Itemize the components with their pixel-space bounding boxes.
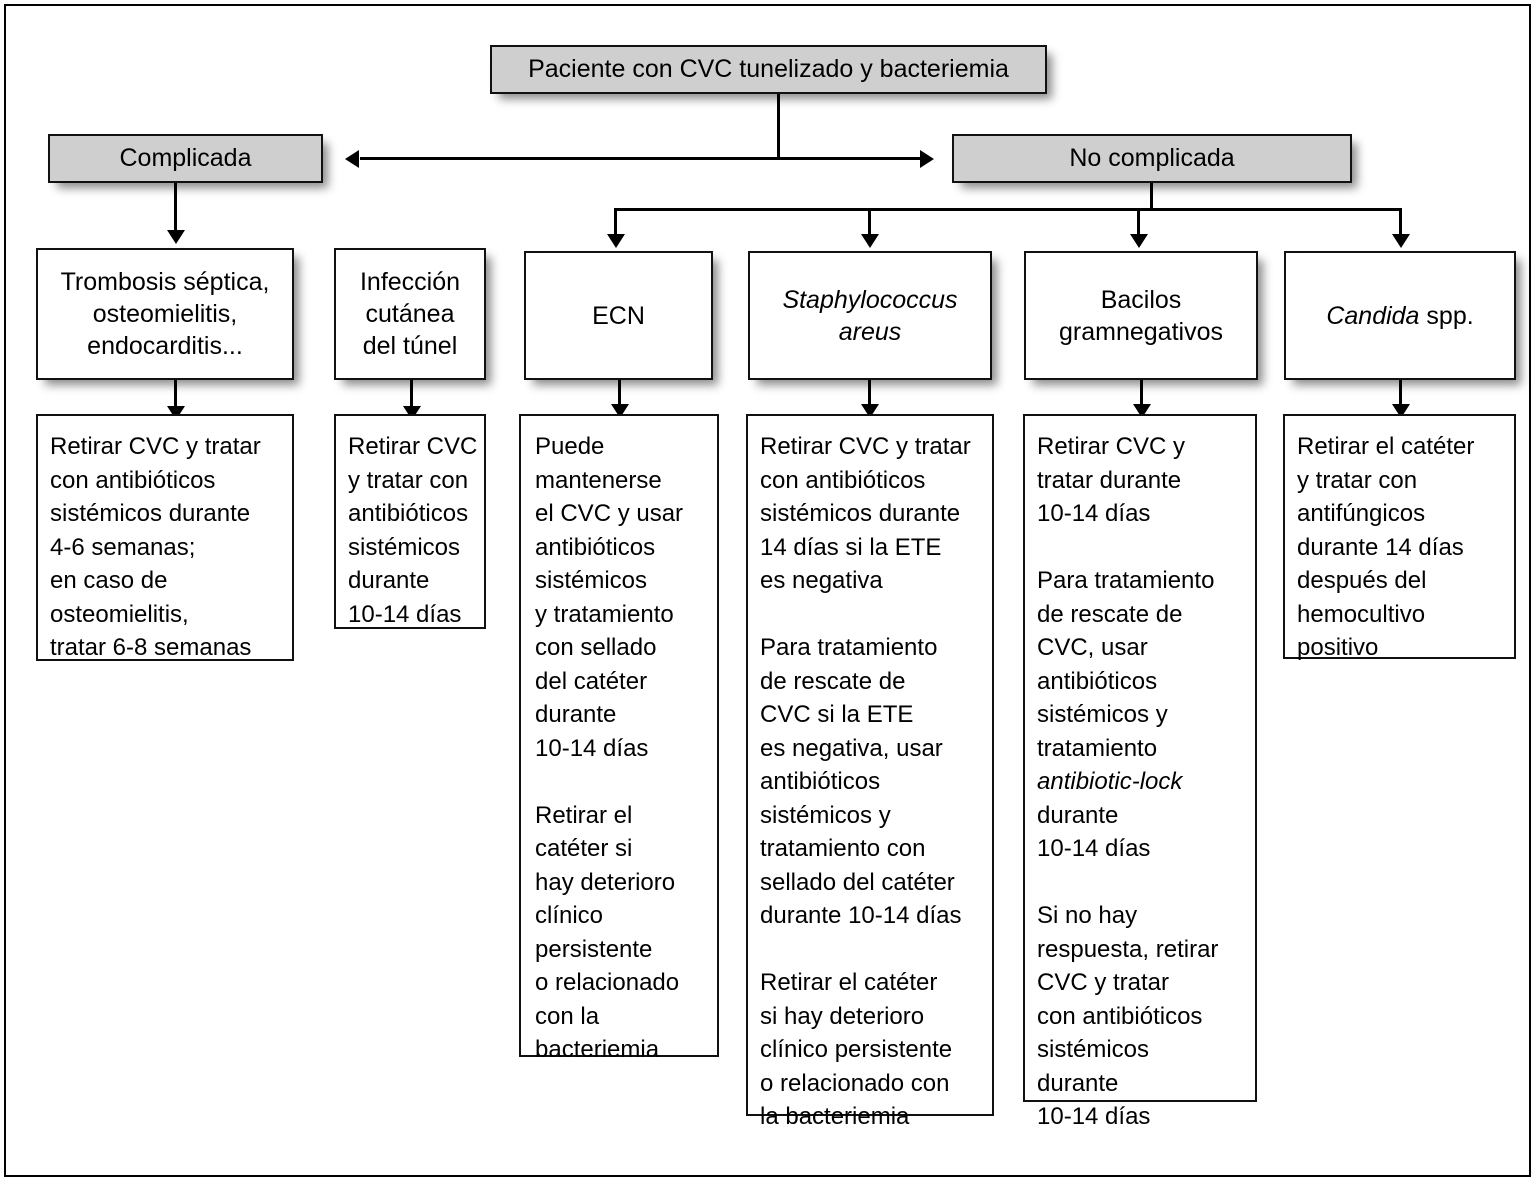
node-treatment-bacilos[interactable]: Retirar CVC y tratar durante 10-14 días … xyxy=(1023,414,1257,1130)
connector-ecn-to-treatment xyxy=(618,380,621,412)
node-branch-complicada[interactable]: Complicada xyxy=(48,134,323,183)
category-candida-label: Candida spp. xyxy=(1326,300,1473,332)
connector-candida-to-treatment xyxy=(1399,380,1402,412)
node-treatment-tunel[interactable]: Retirar CVC y tratar con antibióticos si… xyxy=(334,414,486,629)
connector-split-bar xyxy=(360,157,920,160)
node-category-bacilos[interactable]: Bacilos gramnegativos xyxy=(1024,251,1258,380)
node-category-trombosis[interactable]: Trombosis séptica, osteomielitis, endoca… xyxy=(36,248,294,380)
connector-complicada-to-trombosis xyxy=(174,183,177,233)
arrowhead-to-complicada xyxy=(345,150,359,168)
node-root-paciente[interactable]: Paciente con CVC tunelizado y bacteriemi… xyxy=(490,45,1047,94)
connector-no-complicada-stem xyxy=(1150,183,1153,211)
node-treatment-ecn[interactable]: Puede mantenerse el CVC y usar antibióti… xyxy=(519,414,719,1063)
connector-root-stem xyxy=(777,94,780,158)
arrowhead-to-no-complicada xyxy=(920,150,934,168)
treatment-bacilos-emphasis: antibiotic-lock xyxy=(1037,768,1183,795)
node-category-staphylococcus[interactable]: Staphylococcus areus xyxy=(748,251,992,380)
treatment-trombosis-text: Retirar CVC y tratar con antibióticos si… xyxy=(50,433,261,661)
connector-trombosis-to-treatment xyxy=(174,380,177,410)
node-treatment-trombosis[interactable]: Retirar CVC y tratar con antibióticos si… xyxy=(36,414,294,661)
branch-no-complicada-label: No complicada xyxy=(1069,144,1235,172)
category-trombosis-label: Trombosis séptica, osteomielitis, endoca… xyxy=(60,268,270,360)
node-category-candida[interactable]: Candida spp. xyxy=(1284,251,1516,380)
category-bacilos-label: Bacilos gramnegativos xyxy=(1059,285,1223,346)
node-root-label: Paciente con CVC tunelizado y bacteriemi… xyxy=(528,55,1009,83)
node-category-infeccion-tunel[interactable]: Infección cutánea del túnel xyxy=(334,248,486,380)
branch-complicada-label: Complicada xyxy=(119,144,252,172)
arrowhead-trombosis xyxy=(167,230,185,244)
connector-bacilos-to-treatment xyxy=(1140,380,1143,412)
category-candida-suffix: spp. xyxy=(1419,301,1474,330)
node-treatment-staph[interactable]: Retirar CVC y tratar con antibióticos si… xyxy=(746,414,994,1130)
connector-fan-leg-staph xyxy=(868,208,871,238)
arrowhead-ecn xyxy=(607,234,625,248)
treatment-candida-text: Retirar el catéter y tratar con antifúng… xyxy=(1297,433,1475,661)
connector-staph-to-treatment xyxy=(868,380,871,412)
treatment-tunel-text: Retirar CVC y tratar con antibióticos si… xyxy=(348,433,478,628)
treatment-bacilos-text: Retirar CVC y tratar durante 10-14 días … xyxy=(1037,430,1218,1134)
arrowhead-bacilos xyxy=(1130,234,1148,248)
arrowhead-staph xyxy=(861,234,879,248)
connector-fan-leg-bacilos xyxy=(1137,208,1140,238)
node-branch-no-complicada[interactable]: No complicada xyxy=(952,134,1352,183)
diagram-outer-frame xyxy=(4,4,1531,1177)
connector-fanout-bar xyxy=(614,208,1402,211)
treatment-bacilos-part2: durante 10-14 días Si no hay respuesta, … xyxy=(1037,801,1219,1131)
connector-tunel-to-treatment xyxy=(410,380,413,410)
node-treatment-candida[interactable]: Retirar el catéter y tratar con antifúng… xyxy=(1283,414,1516,661)
treatment-bacilos-part1: Retirar CVC y tratar durante 10-14 días … xyxy=(1037,433,1215,762)
treatment-ecn-text: Puede mantenerse el CVC y usar antibióti… xyxy=(535,433,684,1063)
category-candida-genus: Candida xyxy=(1326,301,1420,330)
category-staphylococcus-label: Staphylococcus areus xyxy=(782,285,958,346)
connector-fan-leg-ecn xyxy=(614,208,617,238)
arrowhead-candida xyxy=(1392,234,1410,248)
category-infeccion-tunel-label: Infección cutánea del túnel xyxy=(359,268,461,360)
node-category-ecn[interactable]: ECN xyxy=(524,251,713,380)
category-ecn-label: ECN xyxy=(592,301,645,330)
connector-fan-leg-candida xyxy=(1399,208,1402,238)
treatment-staph-text: Retirar CVC y tratar con antibióticos si… xyxy=(760,433,971,1130)
